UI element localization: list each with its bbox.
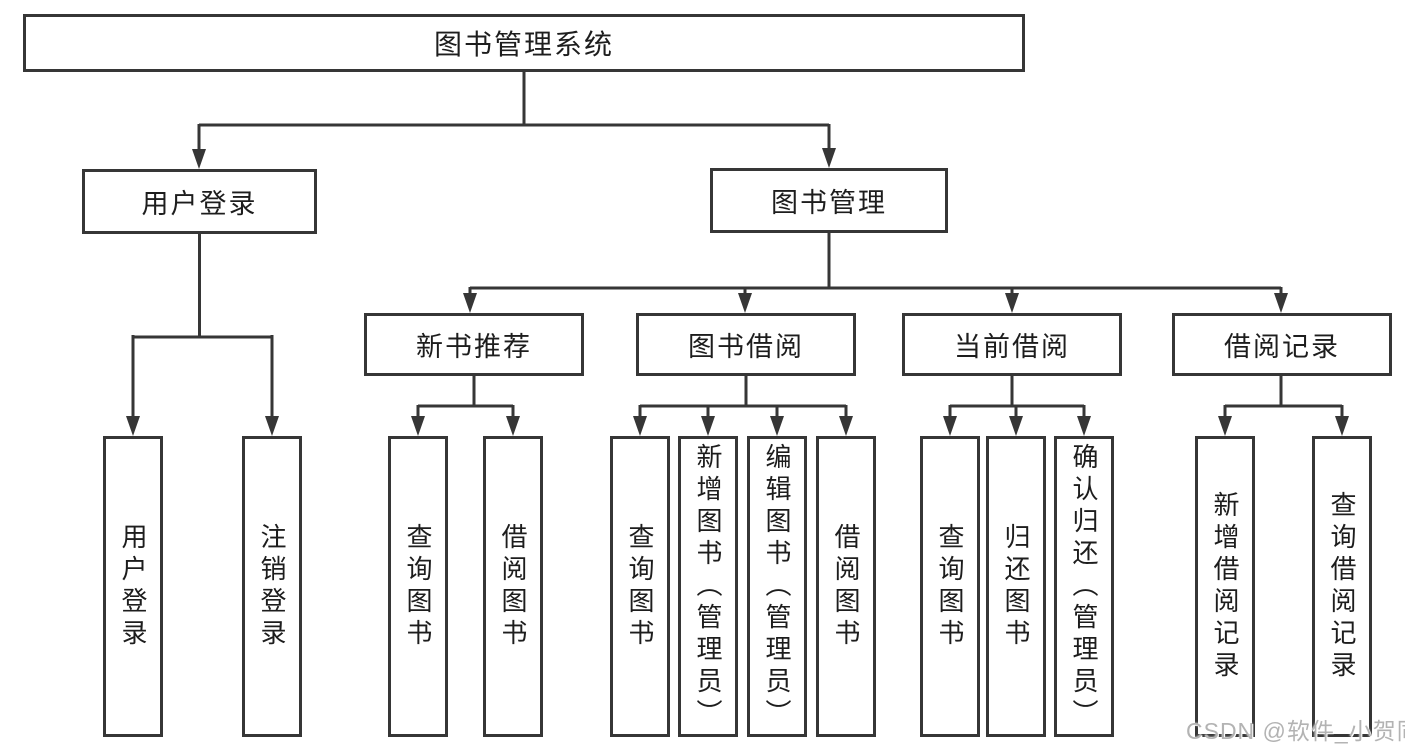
leaf-current-confirm-return-admin: 确认归还（管理员）	[1054, 436, 1114, 737]
node-book-management: 图书管理	[710, 168, 948, 233]
node-root: 图书管理系统	[23, 14, 1025, 72]
leaf-recommend-query-books: 查询图书	[388, 436, 448, 737]
node-new-book-recommendation: 新书推荐	[364, 313, 584, 376]
leaf-records-query-record: 查询借阅记录	[1312, 436, 1372, 737]
leaf-current-return-books: 归还图书	[986, 436, 1046, 737]
node-book-borrowing: 图书借阅	[636, 313, 856, 376]
leaf-borrowing-edit-books-admin: 编辑图书（管理员）	[747, 436, 807, 737]
arrowheads	[126, 148, 1349, 436]
node-user-login: 用户登录	[82, 169, 317, 234]
leaf-logout: 注销登录	[242, 436, 302, 737]
node-borrowing-records: 借阅记录	[1172, 313, 1392, 376]
leaf-current-query-books: 查询图书	[920, 436, 980, 737]
node-current-borrowing: 当前借阅	[902, 313, 1122, 376]
leaf-recommend-borrow-books: 借阅图书	[483, 436, 543, 737]
leaf-user-login: 用户登录	[103, 436, 163, 737]
csdn-watermark: CSDN @软件_小贺同学	[1186, 718, 1405, 744]
leaf-borrowing-borrow-books: 借阅图书	[816, 436, 876, 737]
leaf-borrowing-add-books-admin: 新增图书（管理员）	[678, 436, 738, 737]
leaf-records-add-record: 新增借阅记录	[1195, 436, 1255, 737]
leaf-borrowing-query-books: 查询图书	[610, 436, 670, 737]
